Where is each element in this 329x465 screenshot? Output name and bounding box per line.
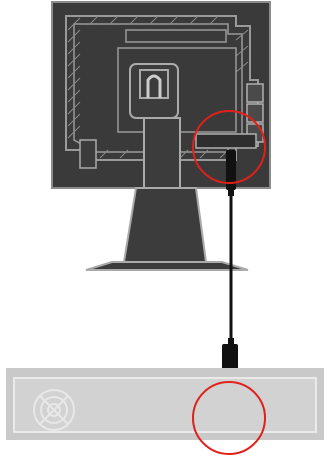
cable-top-strain (228, 188, 234, 196)
stand-latch (146, 74, 162, 98)
stand-hinge (129, 63, 179, 119)
computer-chassis-icon (6, 368, 324, 440)
chassis-panel (13, 377, 317, 433)
fan-grille-icon (33, 389, 75, 431)
video-port (195, 133, 257, 149)
stand-base (85, 261, 249, 271)
rear-panel-hatching (67, 15, 249, 159)
computer-port-highlight (192, 381, 266, 455)
monitor-port-highlight (192, 110, 266, 184)
cable-top-connector (226, 150, 236, 190)
monitor-stand (79, 63, 249, 271)
stand-hinge-frame (139, 69, 169, 99)
top-vent (125, 29, 227, 43)
stand-clip (79, 139, 97, 169)
stand-column (122, 187, 208, 263)
side-port-2 (246, 103, 264, 123)
side-port-1 (246, 83, 264, 103)
stand-neck (143, 117, 181, 189)
cable-bottom-strain (228, 338, 234, 346)
